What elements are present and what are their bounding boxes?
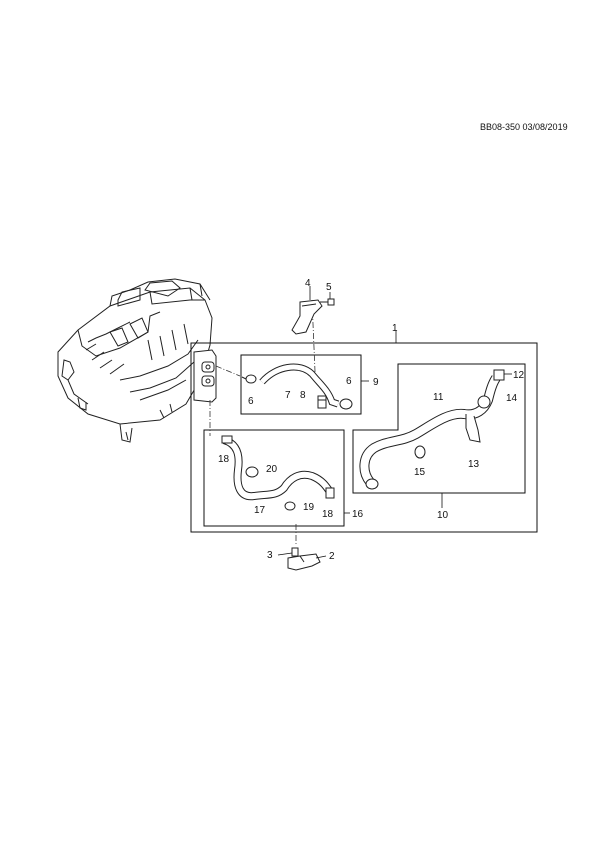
callout-14: 14 [506, 393, 518, 404]
hose-set-box-16 [203, 429, 345, 527]
callout-2: 2 [329, 551, 335, 562]
callout-18a: 18 [218, 454, 230, 465]
clamp-18-right [325, 487, 335, 499]
drawing-reference: BB08-350 03/08/2019 [480, 122, 568, 132]
callout-6b: 6 [346, 376, 352, 387]
clamp-15 [414, 445, 426, 459]
clamp-6-right [339, 398, 353, 410]
callout-18b: 18 [322, 509, 334, 520]
hose-set-box-10 [352, 363, 526, 494]
hose-17 [222, 436, 334, 501]
upper-bracket [291, 299, 323, 335]
callout-12: 12 [513, 370, 525, 381]
callout-15: 15 [414, 467, 426, 478]
branch-13 [465, 414, 481, 443]
clamp-6-left [241, 374, 257, 384]
assembly-box-1 [190, 342, 538, 533]
centerline-upper [215, 365, 241, 377]
callout-9: 9 [373, 377, 379, 388]
callout-20: 20 [266, 464, 278, 475]
callout-7: 7 [285, 390, 291, 401]
clamp-12 [493, 369, 505, 381]
clamp-20 [245, 466, 259, 478]
callout-1: 1 [392, 323, 398, 334]
clamp-14 [477, 395, 491, 409]
lower-bracket [287, 553, 321, 571]
callout-5: 5 [326, 282, 332, 293]
callout-17: 17 [254, 505, 266, 516]
callout-19: 19 [303, 502, 315, 513]
bolt-5 [320, 298, 335, 306]
clip-8 [317, 395, 327, 409]
clamp-19 [284, 501, 296, 511]
callout-13: 13 [468, 459, 480, 470]
callout-8: 8 [300, 390, 306, 401]
hvac-housing [57, 278, 213, 443]
callout-4: 4 [305, 278, 311, 289]
callout-10: 10 [437, 510, 449, 521]
heater-core-flange [193, 349, 217, 403]
callout-16: 16 [352, 509, 364, 520]
callout-6a: 6 [248, 396, 254, 407]
hose-set-box-9 [240, 354, 362, 415]
bolt-3 [291, 547, 299, 557]
clamp-end-10 [365, 478, 379, 490]
callout-3: 3 [267, 550, 273, 561]
hose-7 [259, 363, 340, 408]
callout-11: 11 [433, 392, 444, 403]
clamp-18-top [221, 435, 233, 444]
